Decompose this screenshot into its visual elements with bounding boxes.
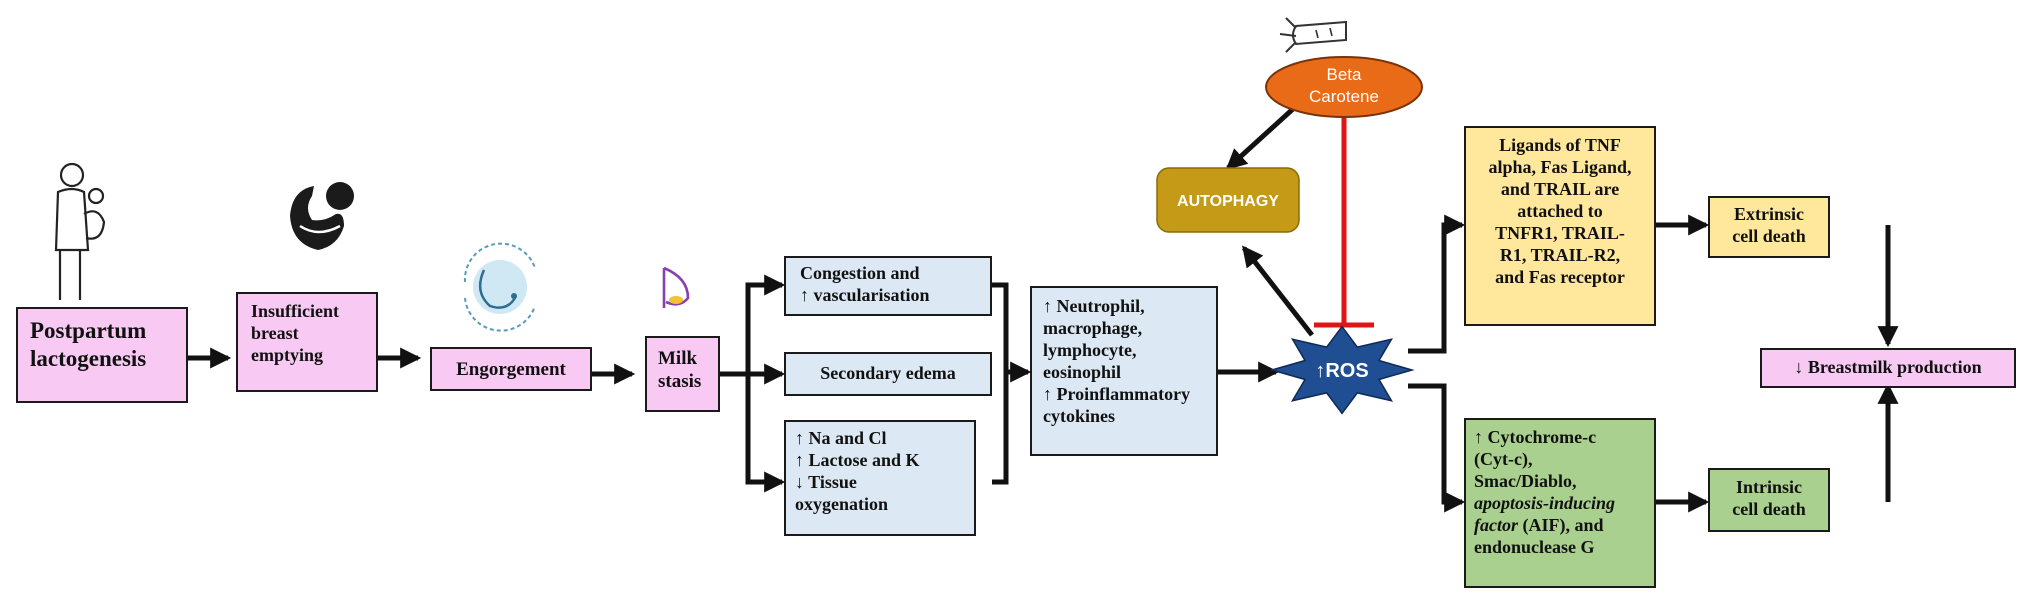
extrinsic-line2: cell death — [1732, 225, 1806, 246]
inhibition-line — [1314, 104, 1374, 328]
engorged-breast-icon — [463, 242, 536, 332]
inflammation-box: ↑ Neutrophil, macrophage, lymphocyte, eo… — [1030, 286, 1218, 456]
cytochrome-box: ↑ Cytochrome-c (Cyt-c), Smac/Diablo, apo… — [1464, 418, 1656, 588]
ligands-line4: attached to — [1517, 200, 1603, 221]
inflammation-line6: cytokines — [1043, 405, 1115, 426]
ligands-line5: TNFR1, TRAIL- — [1495, 222, 1625, 243]
insufficient-line3: emptying — [251, 344, 323, 365]
breastmilk-production-box: ↓ Breastmilk production — [1760, 348, 2016, 388]
inflammation-line1: ↑ Neutrophil, — [1043, 296, 1145, 316]
ligands-line3: and TRAIL are — [1500, 178, 1620, 199]
electrolytes-line1: ↑ Na and Cl — [795, 428, 887, 448]
ros-star: ↑ROS — [1269, 325, 1415, 415]
intrinsic-line2: cell death — [1732, 498, 1806, 519]
insufficient-emptying-box: Insufficient breast emptying — [236, 292, 378, 392]
electrolytes-box: ↑ Na and Cl ↑ Lactose and K ↓ Tissue oxy… — [784, 420, 976, 536]
autophagy-node: AUTOPHAGY — [1156, 167, 1300, 233]
engorgement-label: Engorgement — [456, 359, 566, 380]
intrinsic-death-box: Intrinsic cell death — [1708, 468, 1830, 532]
electrolytes-line2: ↑ Lactose and K — [795, 449, 920, 470]
milk-stasis-line2: stasis — [658, 371, 702, 393]
inflammation-line4: eosinophil — [1043, 361, 1122, 382]
ligands-line1: Ligands of TNF — [1499, 135, 1621, 155]
ros-label: ↑ROS — [1315, 360, 1368, 382]
cytochrome-line1: ↑ Cytochrome-c — [1474, 427, 1597, 447]
ligands-line6: R1, TRAIL-R2, — [1499, 244, 1621, 265]
congestion-line1: Congestion and — [800, 263, 920, 283]
electrolytes-line3: ↓ Tissue — [795, 471, 857, 492]
beta-carotene-line1: Beta — [1327, 65, 1363, 84]
engorgement-box: Engorgement — [430, 347, 592, 391]
inflammation-line3: lymphocyte, — [1043, 339, 1137, 360]
milk-stasis-line1: Milk — [658, 348, 698, 369]
ligands-line2: alpha, Fas Ligand, — [1488, 156, 1632, 177]
arrows — [188, 106, 1899, 513]
cytochrome-line6: endonuclease G — [1474, 536, 1595, 557]
inflammation-line5: ↑ Proinflammatory — [1043, 383, 1191, 404]
carrot-icon — [1279, 17, 1347, 53]
secondary-edema-label: Secondary edema — [820, 363, 956, 383]
breast-milk-stasis-icon — [662, 266, 690, 308]
extrinsic-line1: Extrinsic — [1734, 204, 1804, 224]
breastfeeding-icon — [290, 182, 354, 250]
postpartum-line2: lactogenesis — [30, 346, 147, 372]
congestion-line2: ↑ vascularisation — [800, 284, 930, 305]
inflammation-line2: macrophage, — [1043, 317, 1143, 338]
cytochrome-line3: Smac/Diablo, — [1474, 470, 1577, 491]
postpartum-line1: Postpartum — [30, 318, 147, 343]
milk-stasis-box: Milk stasis — [645, 336, 720, 412]
ligands-box: Ligands of TNF alpha, Fas Ligand, and TR… — [1464, 126, 1656, 326]
cytochrome-line5: factor (AIF), and — [1474, 515, 1654, 537]
cytochrome-line5-rest: (AIF), and — [1518, 514, 1604, 535]
electrolytes-line4: oxygenation — [795, 493, 889, 514]
beta-carotene-node: Beta Carotene — [1265, 56, 1423, 118]
beta-carotene-line2: Carotene — [1309, 87, 1379, 106]
mother-holding-baby-icon — [54, 162, 106, 300]
postpartum-lactogenesis-box: Postpartum lactogenesis — [16, 307, 188, 403]
congestion-box: Congestion and ↑ vascularisation — [784, 256, 992, 316]
insufficient-line2: breast — [251, 322, 299, 343]
secondary-edema-box: Secondary edema — [784, 352, 992, 396]
insufficient-line1: Insufficient — [251, 301, 340, 321]
breastmilk-label: ↓ Breastmilk production — [1794, 357, 1982, 377]
cytochrome-line2: (Cyt-c), — [1474, 448, 1533, 469]
cytochrome-line4: apoptosis-inducing — [1474, 492, 1616, 513]
ligands-line7: and Fas receptor — [1495, 266, 1625, 287]
extrinsic-death-box: Extrinsic cell death — [1708, 196, 1830, 258]
autophagy-label: AUTOPHAGY — [1177, 193, 1279, 210]
intrinsic-line1: Intrinsic — [1735, 477, 1802, 497]
cytochrome-line5-italic: factor — [1474, 514, 1518, 535]
